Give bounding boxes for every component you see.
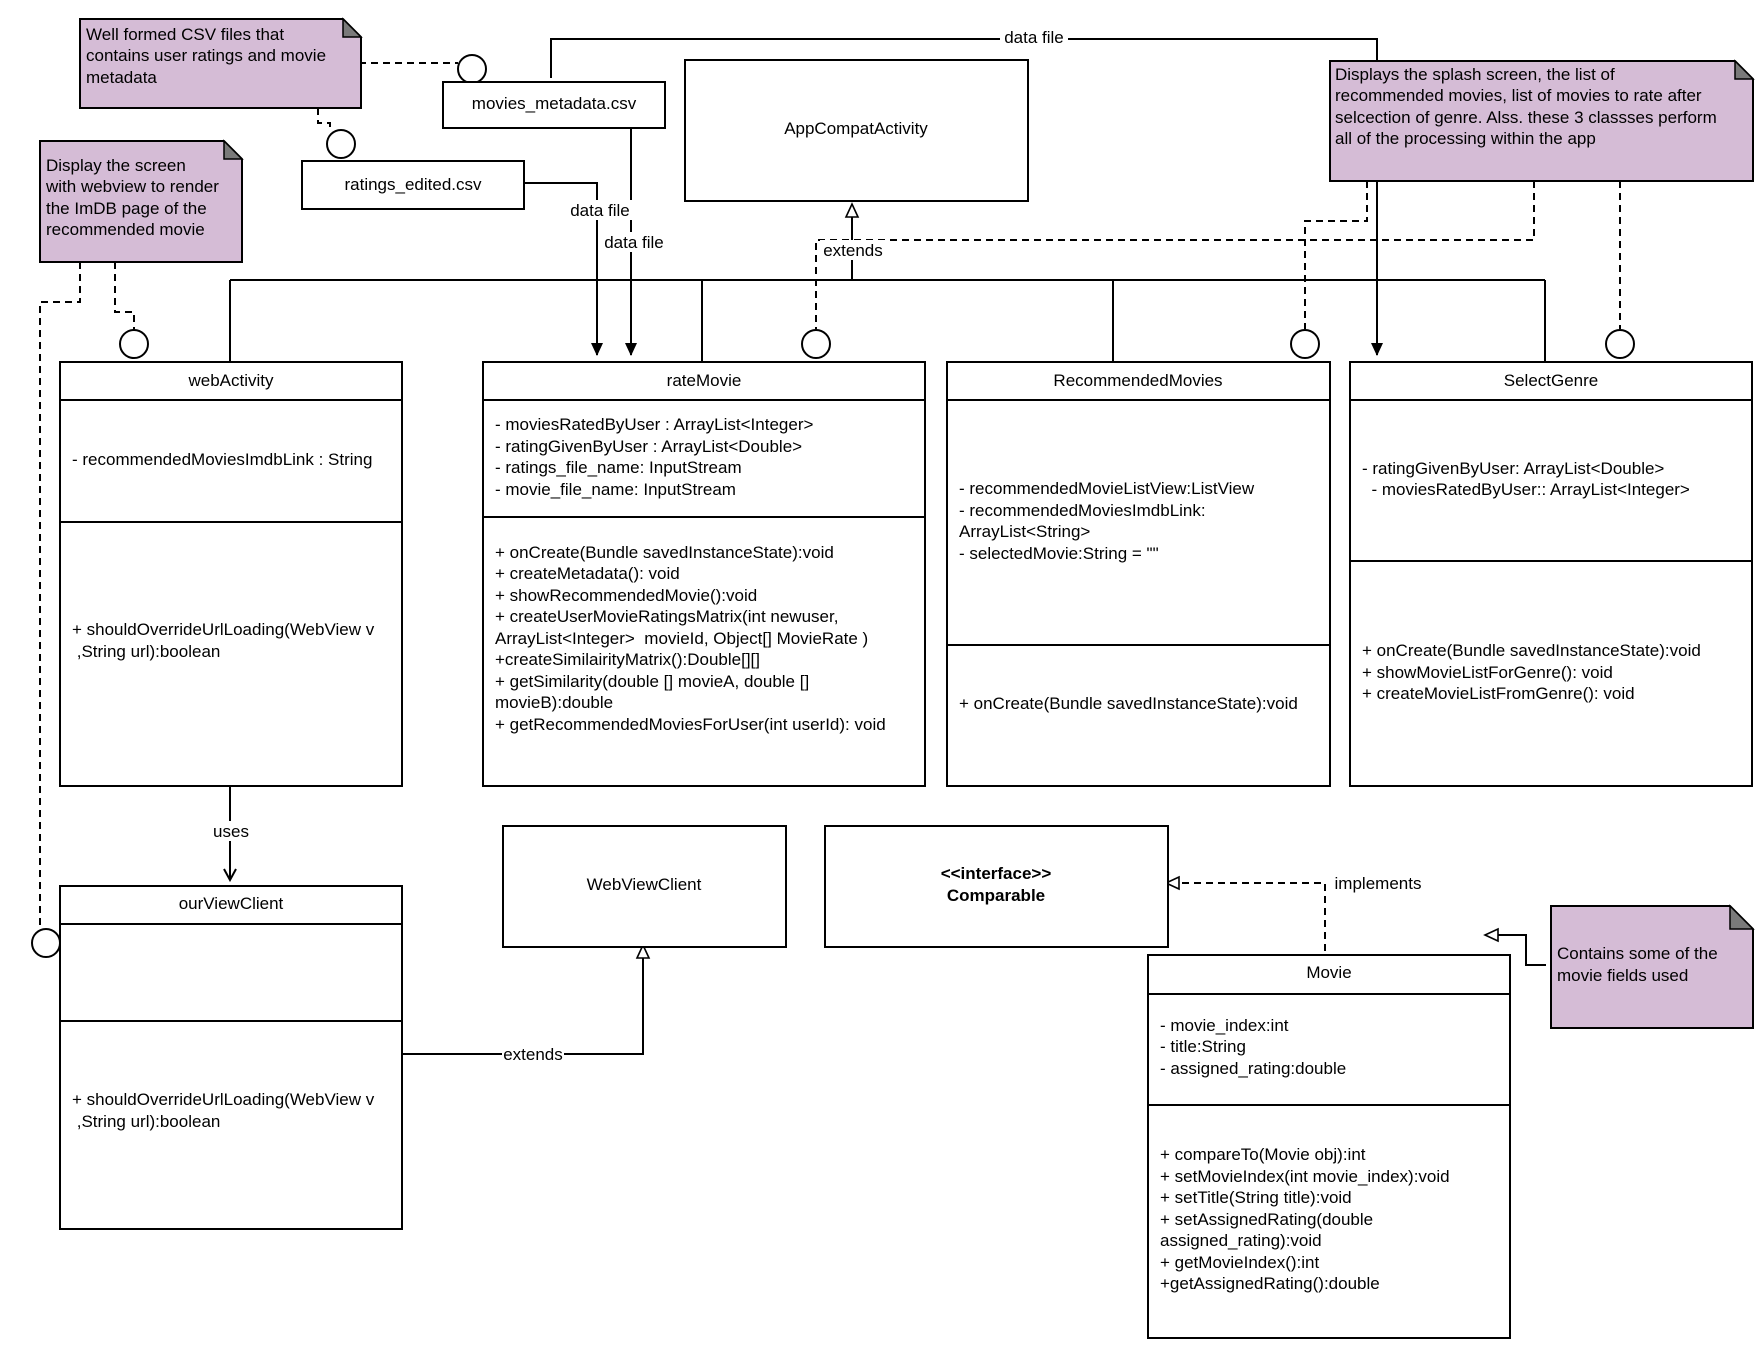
edge-implements-comparable (1164, 875, 1326, 951)
label-extends-appcompat: extends (823, 241, 883, 260)
web-note-link-webactivity (114, 262, 135, 329)
webviewclient-name: WebViewClient (587, 875, 702, 894)
class-ourviewclient: ourViewClient + shouldOverrideUrlLoading… (0, 0, 407, 1230)
selectgenre-attributes: - ratingGivenByUser: ArrayList<Double> -… (0, 0, 1713, 499)
webactivity-attributes: - recommendedMoviesImdbLink : String (0, 0, 396, 469)
lollipop-ratemovie-circle (801, 329, 831, 359)
class-webactivity: webActivity - recommendedMoviesImdbLink … (0, 0, 407, 787)
ourviewclient-methods: + shouldOverrideUrlLoading(WebView v ,St… (0, 0, 407, 1131)
lollipop-webactivity-circle (119, 329, 149, 359)
edge-labels: data file data file data file extends us… (208, 28, 1426, 1064)
lollipops (31, 54, 1635, 958)
lollipop-selectgenre-circle (1605, 329, 1635, 359)
lollipop-ratings-circle (326, 129, 356, 159)
webactivity-name: webActivity (187, 371, 274, 390)
file-ratings-label: ratings_edited.csv (344, 175, 482, 194)
class-webviewclient: WebViewClient (502, 825, 787, 948)
web-note-link-ourviewclient (39, 262, 81, 929)
class-ratemovie: rateMovie - moviesRatedByUser : ArrayLis… (0, 0, 926, 787)
note-webview-text: Display the screen with webview to rende… (0, 0, 252, 239)
selectgenre-name: SelectGenre (1504, 371, 1599, 390)
movie-name: Movie (1306, 963, 1351, 982)
lollipop-ourviewclient-circle (31, 928, 61, 958)
label-extends-webviewclient: extends (503, 1045, 563, 1064)
comparable-name: Comparable (947, 886, 1045, 905)
class-recommendedmovies: RecommendedMovies - recommendedMovieList… (0, 0, 1331, 787)
note-csv-text: Well formed CSV files that contains user… (0, 0, 359, 87)
ratemovie-name: rateMovie (667, 371, 742, 390)
csv-note-link-ratings (317, 108, 331, 128)
class-appcompatactivity: AppCompatActivity (684, 59, 1029, 202)
edge-data-file-ratings (521, 182, 603, 356)
ratemovie-attributes: - moviesRatedByUser : ArrayList<Integer>… (0, 0, 846, 499)
edge-data-file-to-selectgenre (550, 38, 1383, 356)
note-webview: Display the screen with webview to rende… (0, 0, 252, 263)
ratemovie-methods: + onCreate(Bundle savedInstanceState):vo… (0, 0, 909, 734)
activities-note-link-recommended (1304, 181, 1368, 329)
movie-attributes: - movie_index:int - title:String - assig… (1160, 1016, 1346, 1078)
lollipop-metadata-circle (457, 54, 487, 84)
recommended-attributes: - recommendedMovieListView:ListView - re… (0, 0, 1287, 563)
file-ratings-edited: ratings_edited.csv (301, 160, 525, 210)
file-movies-metadata: movies_metadata.csv (442, 81, 666, 129)
note-activities-text: Displays the splash screen, the list of … (0, 0, 1750, 148)
appcompat-name: AppCompatActivity (784, 119, 928, 138)
class-selectgenre: SelectGenre - ratingGivenByUser: ArrayLi… (0, 0, 1753, 787)
comparable-stereotype: <<interface>> (941, 864, 1052, 883)
label-data-file-ratings: data file (570, 201, 630, 220)
recommended-methods: + onCreate(Bundle savedInstanceState):vo… (0, 0, 1321, 713)
edge-extends-webviewclient (402, 943, 651, 1055)
note-movie: Contains some of the movie fields used (1550, 904, 1755, 1029)
label-implements: implements (1335, 874, 1422, 893)
note-activities: Displays the splash screen, the list of … (0, 0, 1755, 182)
activities-note-link-rate (815, 181, 1535, 329)
movie-methods: + compareTo(Movie obj):int + setMovieInd… (1160, 1145, 1450, 1293)
label-uses: uses (213, 822, 249, 841)
note-movie-text: Contains some of the movie fields used (1557, 944, 1718, 985)
class-comparable: <<interface>> Comparable (824, 825, 1169, 948)
label-data-file-metadata: data file (604, 233, 664, 252)
note-csv-files: Well formed CSV files that contains user… (0, 0, 363, 109)
file-metadata-label: movies_metadata.csv (472, 94, 637, 113)
movie-note-link (1483, 927, 1546, 966)
label-data-file-top: data file (1004, 28, 1064, 47)
class-movie: Movie - movie_index:int - title:String -… (1147, 954, 1511, 1339)
selectgenre-methods: + onCreate(Bundle savedInstanceState):vo… (1362, 641, 1701, 703)
webactivity-methods: + shouldOverrideUrlLoading(WebView v ,St… (0, 0, 407, 661)
recommended-name: RecommendedMovies (1053, 371, 1222, 390)
ourviewclient-name: ourViewClient (179, 894, 284, 913)
lollipop-recommended-circle (1290, 329, 1320, 359)
